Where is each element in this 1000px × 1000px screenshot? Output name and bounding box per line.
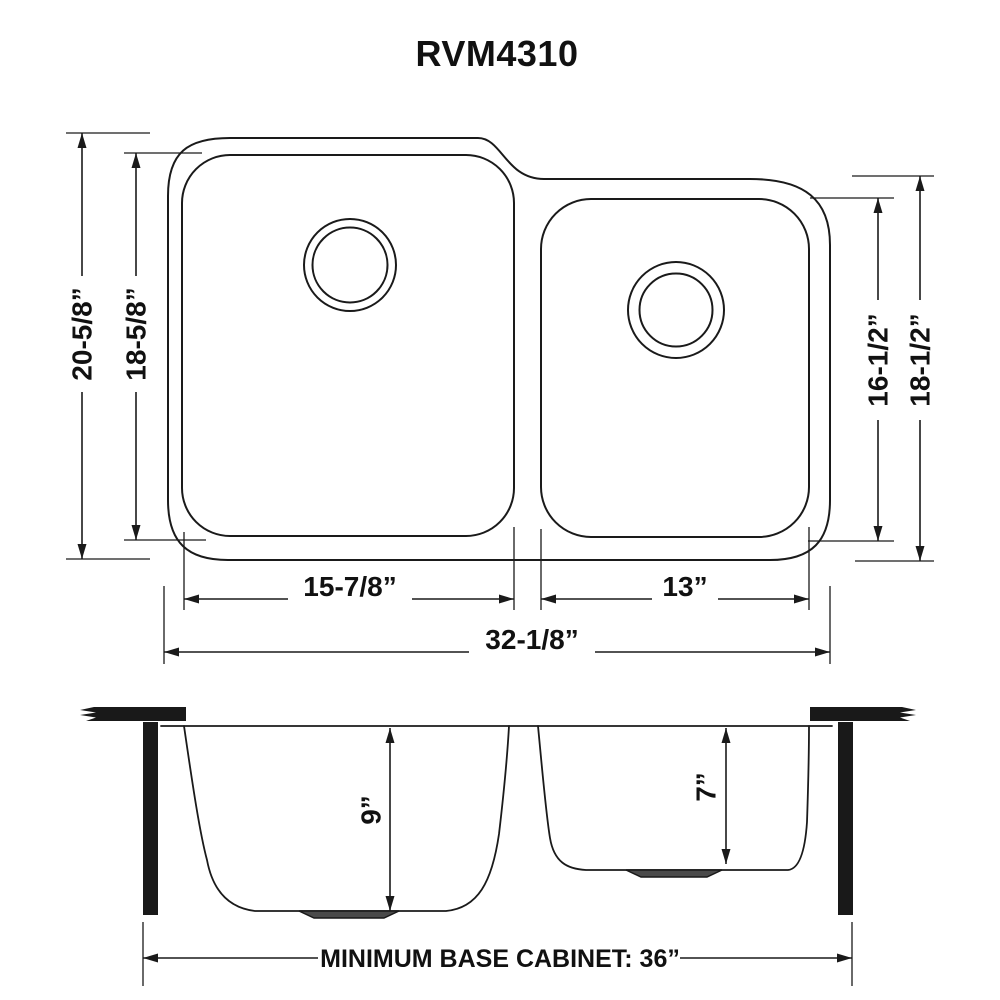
dim-label-bowl-depth-left: 9” <box>356 795 387 825</box>
arrowhead-right <box>499 594 514 604</box>
arrowhead-left <box>143 953 158 963</box>
dim-label-base-cabinet: MINIMUM BASE CABINET: 36” <box>320 945 680 973</box>
arrowhead-down <box>131 525 141 540</box>
dim-bowl-width-left: 15-7/8” <box>183 527 515 610</box>
left-drain-outer-ring <box>303 218 397 312</box>
arrowhead-left <box>541 594 556 604</box>
right-bowl-outline <box>540 198 810 538</box>
right-drain-fitting <box>625 869 723 878</box>
dim-overall-height-right: 18-1/2” <box>852 175 936 562</box>
dim-label-bowl-height-right: 16-1/2” <box>863 313 894 406</box>
left-bowl-outline <box>181 154 515 537</box>
dim-bowl-height-right: 16-1/2” <box>808 197 894 542</box>
dim-label-overall-height-right: 18-1/2” <box>905 313 936 406</box>
right-drain-outer-ring <box>627 261 725 359</box>
arrowhead-right <box>815 647 830 657</box>
cabinet-side-left <box>143 722 158 915</box>
sink-outer-outline <box>167 137 831 561</box>
arrowhead-down <box>721 849 731 864</box>
arrowhead-down <box>915 546 925 561</box>
right-bowl-profile <box>537 725 810 871</box>
dim-bowl-depth-right: 7” <box>691 728 731 864</box>
left-drain-fitting <box>298 910 400 919</box>
arrowhead-up <box>77 133 87 148</box>
arrowhead-right <box>837 953 852 963</box>
arrowhead-up <box>873 198 883 213</box>
page-title: RVM4310 <box>416 33 579 74</box>
side-view <box>80 707 916 919</box>
arrowhead-left <box>184 594 199 604</box>
left-bowl-profile <box>183 725 510 912</box>
dim-label-bowl-depth-right: 7” <box>691 772 722 802</box>
arrowhead-up <box>721 728 731 743</box>
dim-bowl-depth-left: 9” <box>356 728 395 911</box>
countertop-right <box>810 707 916 721</box>
dim-label-overall-height-left: 20-5/8” <box>67 287 98 380</box>
arrowhead-down <box>873 526 883 541</box>
dim-overall-height-left: 20-5/8” <box>66 132 150 560</box>
dim-overall-width: 32-1/8” <box>163 586 831 664</box>
dim-base-cabinet: MINIMUM BASE CABINET: 36” <box>142 922 853 986</box>
arrowhead-up <box>131 153 141 168</box>
left-drain-inner-ring <box>311 226 389 304</box>
countertop-left <box>80 707 186 721</box>
right-drain-inner-ring <box>638 272 714 348</box>
arrowhead-down <box>77 544 87 559</box>
dim-label-overall-width: 32-1/8” <box>485 624 578 655</box>
dim-label-bowl-height-left: 18-5/8” <box>121 287 152 380</box>
cabinet-side-right <box>838 722 853 915</box>
arrowhead-right <box>794 594 809 604</box>
arrowhead-down <box>385 896 395 911</box>
arrowhead-up <box>915 176 925 191</box>
dim-bowl-width-right: 13” <box>540 527 810 610</box>
dim-label-bowl-width-right: 13” <box>662 571 707 602</box>
arrowhead-up <box>385 728 395 743</box>
dim-bowl-height-left: 18-5/8” <box>121 152 206 541</box>
dim-label-bowl-width-left: 15-7/8” <box>303 571 396 602</box>
arrowhead-left <box>164 647 179 657</box>
top-view <box>167 137 831 561</box>
